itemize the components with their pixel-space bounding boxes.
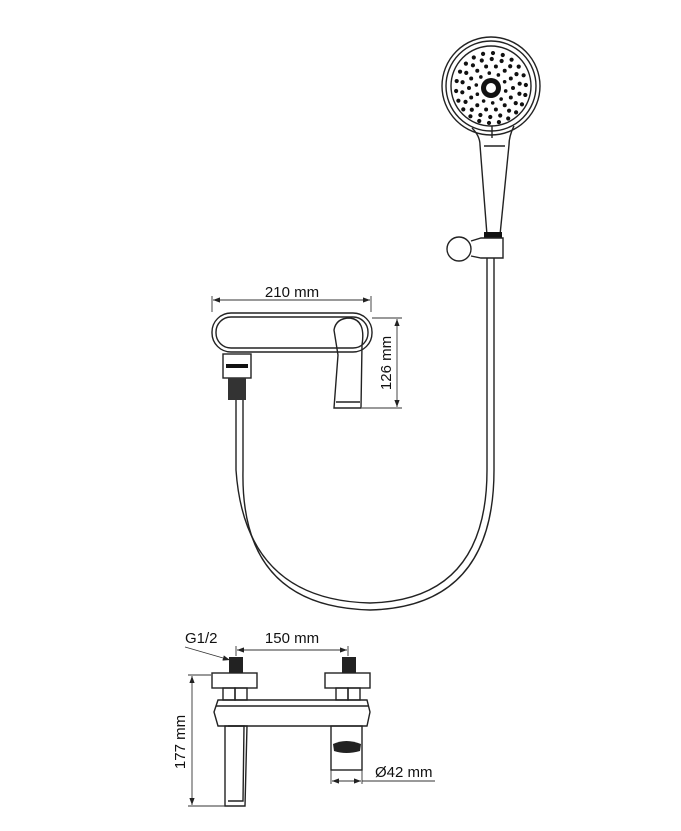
nozzle-dot — [499, 97, 503, 101]
nozzle-dot — [514, 72, 519, 77]
dimension-42 — [330, 770, 435, 784]
nozzle-dot — [503, 89, 508, 93]
label-inlet-thread: G1/2 — [185, 630, 218, 647]
mixer-front-view — [211, 657, 371, 807]
nozzle-dot — [511, 86, 515, 90]
nozzle-dot — [488, 114, 493, 120]
nozzle-dot — [516, 64, 521, 69]
nozzle-dot — [475, 92, 480, 97]
label-outlet-diameter: Ø42 mm — [375, 764, 433, 781]
nozzle-dot — [496, 119, 502, 125]
nozzle-dot — [513, 101, 518, 106]
nozzle-dot — [463, 61, 469, 66]
nozzle-dot — [521, 73, 526, 78]
nozzle-dot — [500, 52, 505, 58]
nozzle-dot — [471, 55, 476, 60]
label-inlet-spacing: 150 mm — [265, 630, 319, 647]
nozzle-dot — [456, 98, 461, 103]
nozzle-dot — [479, 75, 483, 79]
nozzle-dot — [461, 107, 466, 112]
nozzle-dot — [454, 88, 459, 94]
nozzle-dot — [493, 107, 498, 112]
nozzle-dot — [498, 113, 503, 118]
nozzle-dot — [464, 70, 469, 75]
nozzle-dot — [502, 79, 507, 84]
nozzle-dot — [489, 56, 494, 62]
nozzle-dot — [517, 81, 522, 86]
nozzle-dot — [467, 86, 471, 90]
dimension-177 — [188, 674, 225, 807]
nozzle-dot — [477, 118, 482, 124]
nozzle-dot — [469, 76, 474, 81]
nozzle-dot — [506, 108, 512, 113]
nozzle-dot — [469, 107, 474, 112]
nozzle-dot — [460, 80, 465, 85]
mixer-side-view — [211, 312, 373, 409]
nozzle-dot — [508, 64, 513, 69]
nozzle-dot — [457, 69, 463, 74]
label-mixer-height: 126 mm — [378, 336, 395, 390]
nozzle-dot — [499, 58, 504, 64]
label-total-height: 177 mm — [172, 715, 189, 769]
dimension-150 — [235, 646, 349, 656]
dimension-126 — [362, 317, 402, 409]
nozzle-dot — [484, 107, 489, 112]
nozzle-dot — [519, 102, 525, 107]
nozzle-dot — [468, 114, 473, 119]
nozzle-dot — [475, 68, 480, 73]
nozzle-dot — [490, 50, 496, 56]
nozzle-dot — [513, 110, 519, 115]
dimension-210 — [211, 296, 372, 312]
nozzle-dot — [486, 120, 492, 126]
nozzle-dot — [502, 68, 507, 73]
nozzle-dot — [469, 95, 474, 100]
nozzle-dot — [493, 64, 498, 69]
nozzle-dot — [484, 64, 489, 69]
nozzle-dot — [470, 63, 476, 68]
nozzle-dot — [490, 101, 495, 105]
nozzle-dot — [506, 116, 511, 121]
nozzle-dot — [508, 95, 513, 100]
nozzle-dot — [454, 78, 459, 84]
nozzle-dot — [517, 91, 522, 96]
nozzle-dot — [480, 51, 486, 57]
nozzle-dot — [509, 57, 514, 62]
label-mixer-width: 210 mm — [265, 284, 319, 301]
nozzle-dot — [496, 73, 501, 77]
nozzle-dot — [478, 112, 483, 118]
nozzle-dot — [502, 103, 507, 108]
nozzle-dot — [474, 83, 479, 87]
nozzle-dot — [475, 103, 480, 108]
nozzle-dot — [523, 82, 528, 88]
nozzle-dot — [481, 99, 486, 103]
nozzle-dot — [523, 92, 528, 98]
nozzle-dot — [460, 90, 465, 95]
nozzle-dot — [479, 58, 484, 63]
nozzle-dot — [487, 71, 492, 75]
shower-holder — [446, 236, 504, 262]
nozzle-dot — [508, 76, 513, 81]
hand-shower — [441, 36, 541, 238]
thread-leader — [184, 646, 231, 661]
nozzle-dot — [463, 99, 468, 104]
spray-nozzles — [454, 50, 528, 126]
shower-hose — [235, 258, 495, 611]
